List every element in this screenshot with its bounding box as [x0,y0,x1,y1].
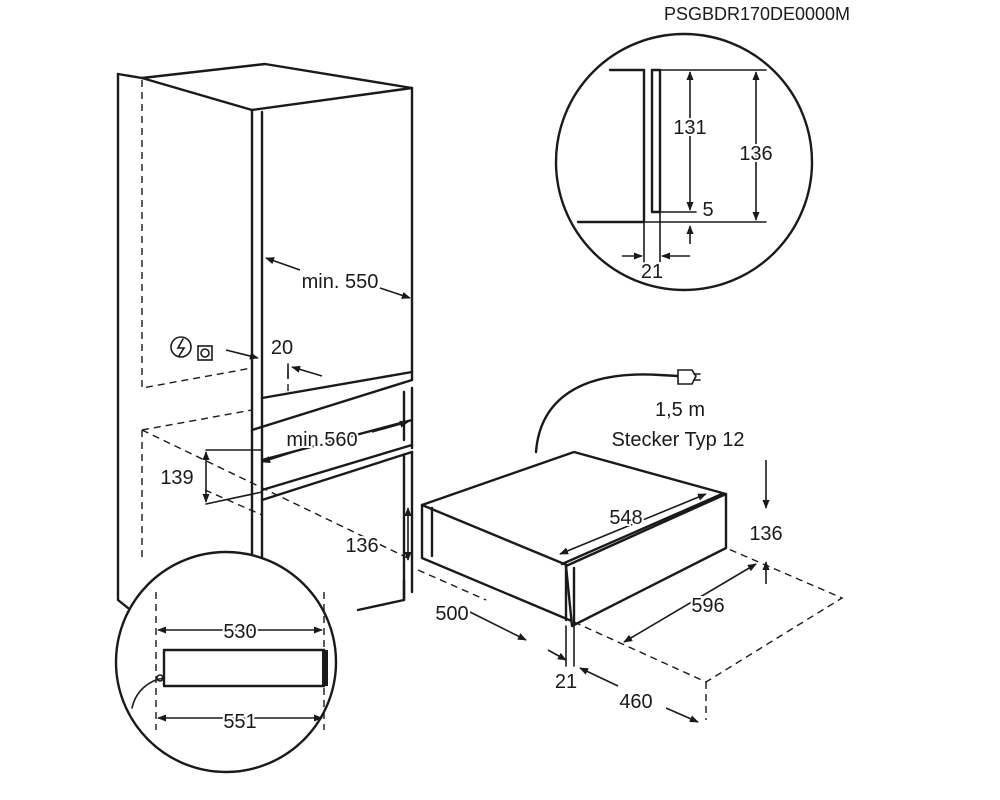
power-socket-icon [197,345,213,361]
dim-drawer-depth: 500 [433,601,527,641]
cable-length: 1,5 m [655,399,705,421]
detail-top-offset: 5 [702,199,713,221]
detail-circle-bottom [114,550,338,774]
detail-bottom-w-top: 530 [223,621,256,643]
svg-text:136: 136 [345,535,378,557]
dim-drawer-width-inner: 548 [559,493,707,555]
dim-niche-height: 139 [158,449,263,505]
detail-bottom-w-bottom: 551 [223,711,256,733]
dim-front-thickness: 21 [547,625,579,695]
detail-top-h-outer: 136 [739,143,772,165]
svg-text:min.560: min.560 [286,429,357,451]
power-cable [534,369,701,454]
detail-top-thickness: 21 [641,261,663,283]
dim-drawer-height-left: 136 [343,507,412,561]
svg-text:139: 139 [160,467,193,489]
svg-text:460: 460 [619,691,652,713]
power-plug-icon [677,369,701,385]
model-code: PSGBDR170DE0000M [664,4,850,24]
svg-text:20: 20 [271,337,293,359]
detail-circle-top [554,32,814,292]
lightning-bolt-icon [170,336,192,358]
svg-text:500: 500 [435,603,468,625]
dim-gap: 20 [225,335,323,379]
dim-drawer-height-right: 136 [747,460,785,584]
dim-niche-width: min.560 [261,420,409,463]
dim-drawer-width-outer: 596 [623,563,757,643]
warming-drawer [417,450,844,720]
svg-text:136: 136 [749,523,782,545]
svg-text:21: 21 [555,671,577,693]
dim-depth-min: min. 550 [265,257,411,299]
dim-side-depth: 460 [579,667,699,723]
svg-text:596: 596 [691,595,724,617]
svg-text:min. 550: min. 550 [302,271,379,293]
detail-top-h-inner: 131 [673,117,706,139]
tall-cabinet [116,62,414,612]
plug-type: Stecker Typ 12 [611,429,744,451]
svg-text:548: 548 [609,507,642,529]
